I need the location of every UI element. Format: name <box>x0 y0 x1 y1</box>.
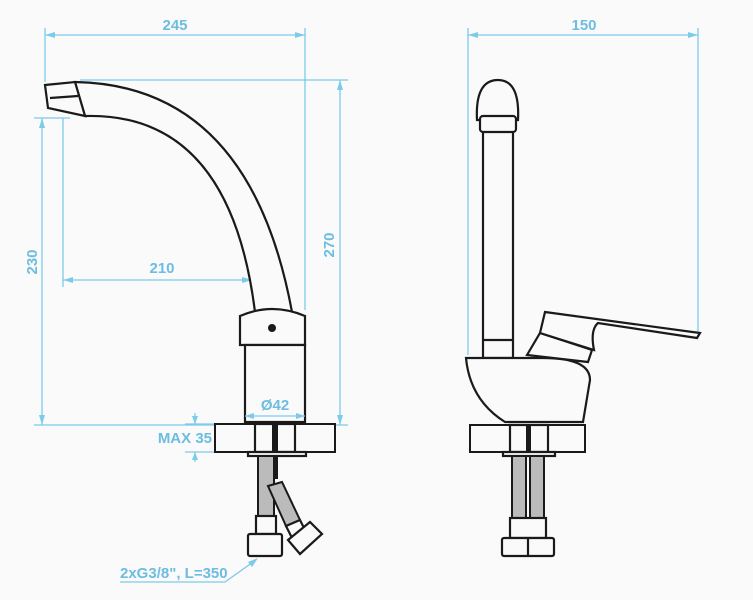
screw-hole <box>268 324 276 332</box>
front-body <box>238 307 307 424</box>
width-dimension: 245 <box>44 17 306 310</box>
spout-reach-dimension: 210 <box>62 118 252 287</box>
width-label: 245 <box>162 17 187 34</box>
side-spout <box>475 78 520 360</box>
spout-height-dimension: 230 <box>24 117 70 425</box>
height-label: 270 <box>321 232 338 257</box>
depth-dimension: 150 <box>467 17 699 355</box>
front-spout <box>43 80 294 314</box>
spout-reach-label: 210 <box>149 260 174 277</box>
max-counter-dimension: MAX 35 <box>158 413 215 462</box>
spout-height-label: 230 <box>24 249 41 274</box>
front-hoses <box>246 455 324 558</box>
max-counter-label: MAX 35 <box>158 430 212 447</box>
hose-callout: 2xG3/8", L=350 <box>120 558 258 583</box>
side-hoses <box>500 455 556 558</box>
front-countertop <box>214 422 336 479</box>
base-diameter-label: Ø42 <box>261 397 289 414</box>
front-view: 245 270 230 210 <box>24 17 348 583</box>
side-view: 150 <box>464 17 702 558</box>
hose-label: 2xG3/8", L=350 <box>120 565 228 582</box>
base-diameter-dimension: Ø42 <box>245 397 305 419</box>
side-base-and-handle <box>464 310 702 424</box>
side-countertop <box>469 423 586 458</box>
depth-label: 150 <box>571 17 596 34</box>
